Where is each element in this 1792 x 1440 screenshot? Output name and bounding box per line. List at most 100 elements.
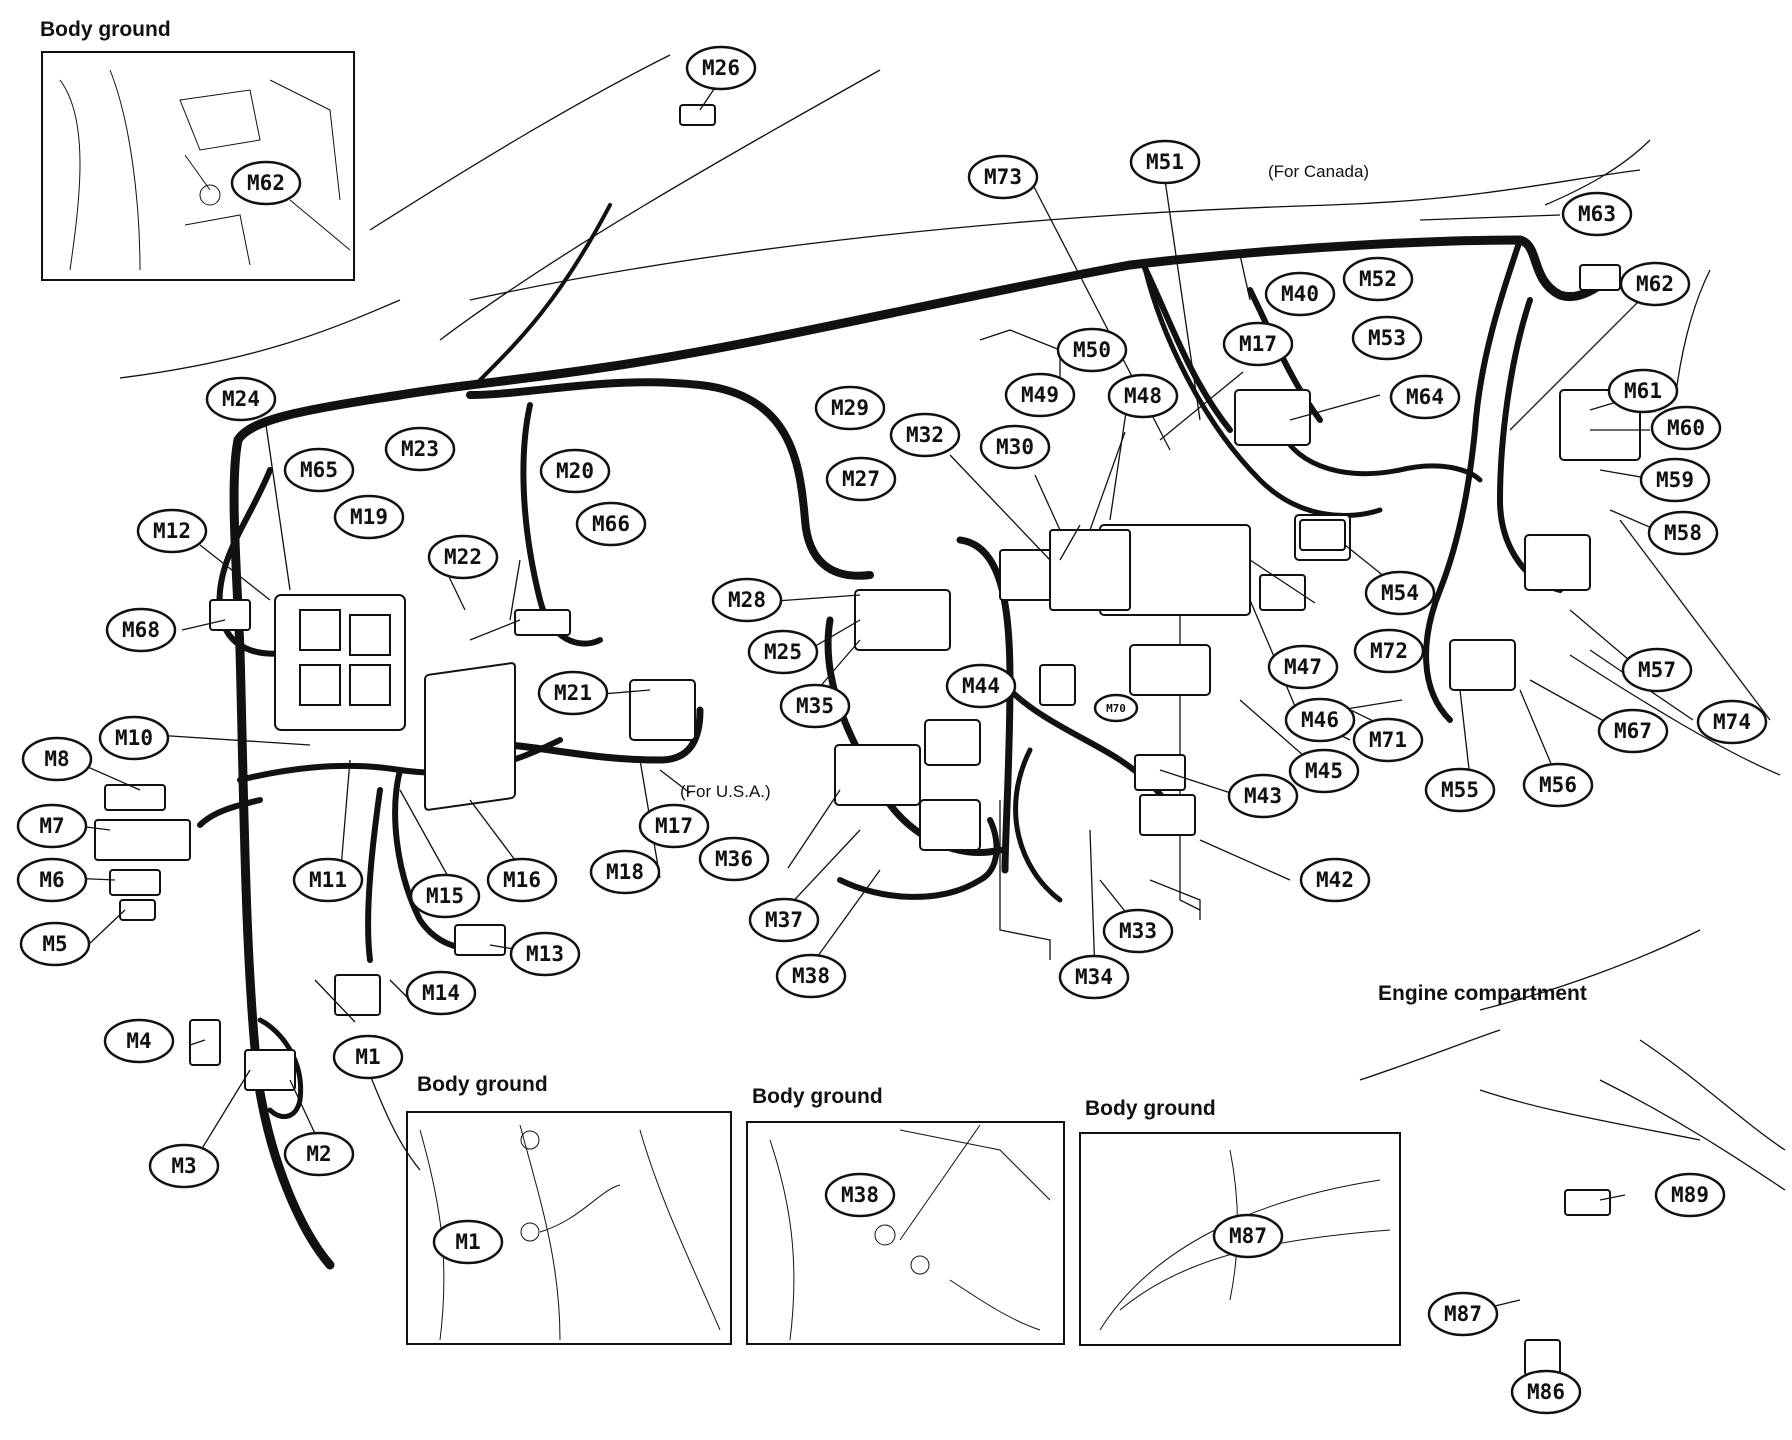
callout-bubble [509,931,581,977]
callout-m59-16: M59 [1639,457,1711,503]
callout-m35-35: M35 [779,683,851,729]
callout-m16-43: M16 [486,857,558,903]
callout-m29-21: M29 [814,385,886,431]
callout-label: M54 [1381,581,1419,605]
callout-label: M2 [306,1142,331,1166]
callout-bubble [1650,405,1722,451]
callout-bubble [333,494,405,540]
callout-m48-12: M48 [1107,373,1179,419]
callout-bubble [1647,510,1719,556]
callout-label: M22 [444,545,482,569]
callout-label: M52 [1359,267,1397,291]
callout-bubble [1222,321,1294,367]
callout-bubble [747,629,819,675]
callout-label: M38 [792,964,830,988]
callout-bubble [1639,457,1711,503]
callout-label: M60 [1667,416,1705,440]
callout-m50-10: M50 [1056,327,1128,373]
callout-bubble [685,45,757,91]
callout-m63-4: M63 [1561,191,1633,237]
callout-bubble [1424,767,1496,813]
callout-bubble [698,836,770,882]
callout-bubble [1093,693,1139,723]
callout-bubble [748,897,820,943]
callout-label: M21 [554,681,592,705]
callout-m66-27: M66 [575,501,647,547]
callout-m8-37: M8 [21,736,93,782]
callout-label: M57 [1638,658,1676,682]
callout-m46-59: M46 [1284,697,1356,743]
inset-frames [41,51,1401,1346]
callout-bubble [103,1018,175,1064]
callout-bubble [148,1143,220,1189]
callout-label: M34 [1075,965,1113,989]
callout-m6-39: M6 [16,857,88,903]
title-engine-compartment: Engine compartment [1378,982,1587,1005]
callout-bubble [1264,271,1336,317]
callout-m14-50: M14 [405,970,477,1016]
callout-label: M68 [122,618,160,642]
callout-label: M58 [1664,521,1702,545]
callout-m15-42: M15 [409,873,481,919]
callout-bubble [775,953,847,999]
callout-label: M30 [996,435,1034,459]
callout-bubble [1597,708,1669,754]
callout-m65-19: M65 [283,447,355,493]
callout-m38-72: M38 [824,1172,896,1218]
callout-m3-53: M3 [148,1143,220,1189]
callout-label: M66 [592,512,630,536]
callout-bubble [136,508,208,554]
callout-bubble [16,803,88,849]
callout-bubble [779,683,851,729]
callout-m67-68: M67 [1597,708,1669,754]
callout-label: M67 [1614,719,1652,743]
callout-label: M15 [426,884,464,908]
callout-bubble [1004,372,1076,418]
callout-m74-69: M74 [1696,699,1768,745]
callout-label: M42 [1316,868,1354,892]
callout-bubble [1353,628,1425,674]
callout-label: M89 [1671,1183,1709,1207]
callout-m22-29: M22 [427,534,499,580]
note-for-canada: (For Canada) [1268,162,1370,181]
callout-label: M7 [39,814,64,838]
callout-m40-5: M40 [1264,271,1336,317]
callout-m73-2: M73 [967,154,1039,200]
callout-m45-61: M45 [1288,748,1360,794]
callout-label: M72 [1370,639,1408,663]
callout-label: M10 [115,726,153,750]
callout-m68-30: M68 [105,607,177,653]
callout-bubble [711,577,783,623]
callout-m87-73: M87 [1212,1213,1284,1259]
callout-label: M73 [984,165,1022,189]
callout-label: M35 [796,694,834,718]
callout-bubble [1654,1172,1726,1218]
callout-bubble [1227,773,1299,819]
callout-m36-46: M36 [698,836,770,882]
callout-label: M6 [39,868,64,892]
callout-bubble [1058,954,1130,1000]
callout-m25-32: M25 [747,629,819,675]
callout-m19-26: M19 [333,494,405,540]
callout-bubble [1352,717,1424,763]
callout-m42-63: M42 [1299,857,1371,903]
callout-bubble [814,385,886,431]
callout-m43-62: M43 [1227,773,1299,819]
connectors [94,104,1641,1376]
callout-label: M46 [1301,708,1339,732]
callout-label: M38 [841,1183,879,1207]
callout-m7-38: M7 [16,803,88,849]
callout-m44-34: M44 [945,663,1017,709]
callout-label: M18 [606,860,644,884]
callout-label: M87 [1444,1302,1482,1326]
callout-m33-64: M33 [1102,908,1174,954]
callout-bubble [539,448,611,494]
callout-label: M47 [1284,655,1322,679]
callout-label: M28 [728,588,766,612]
callout-m86-76: M86 [1510,1369,1582,1415]
callout-m60-15: M60 [1650,405,1722,451]
callout-label: M13 [526,942,564,966]
callout-m72-56: M72 [1353,628,1425,674]
callout-bubble [825,456,897,502]
